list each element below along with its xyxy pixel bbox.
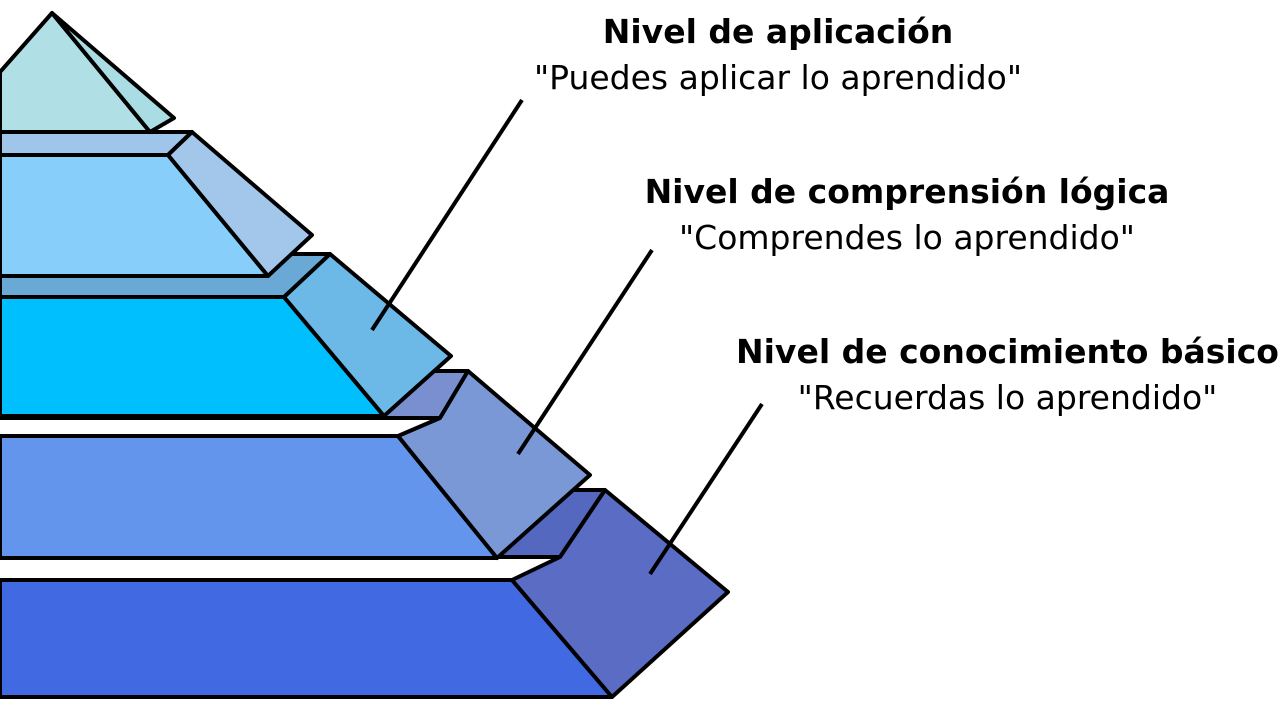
tier-5-front (0, 580, 612, 697)
pyramid-tier-2 (0, 132, 312, 276)
level-quote: "Comprendes lo aprendido" (640, 214, 1174, 262)
level-label-knowledge: Nivel de conocimiento básico "Recuerdas … (735, 330, 1280, 422)
connector-line-knowledge (650, 404, 762, 574)
level-label-application: Nivel de aplicación "Puedes aplicar lo a… (520, 10, 1036, 102)
level-title: Nivel de comprensión lógica (640, 170, 1174, 214)
connector-line-application (372, 100, 522, 330)
level-title: Nivel de aplicación (520, 10, 1036, 54)
level-quote: "Puedes aplicar lo aprendido" (520, 54, 1036, 102)
pyramid-tier-3 (0, 254, 451, 416)
connector-line-comprehension (518, 250, 652, 454)
level-title: Nivel de conocimiento básico (735, 330, 1280, 374)
tier-2-ledge (0, 132, 192, 155)
level-quote: "Recuerdas lo aprendido" (735, 374, 1280, 422)
level-label-comprehension: Nivel de comprensión lógica "Comprendes … (640, 170, 1174, 262)
pyramid-tier-1 (0, 13, 174, 132)
